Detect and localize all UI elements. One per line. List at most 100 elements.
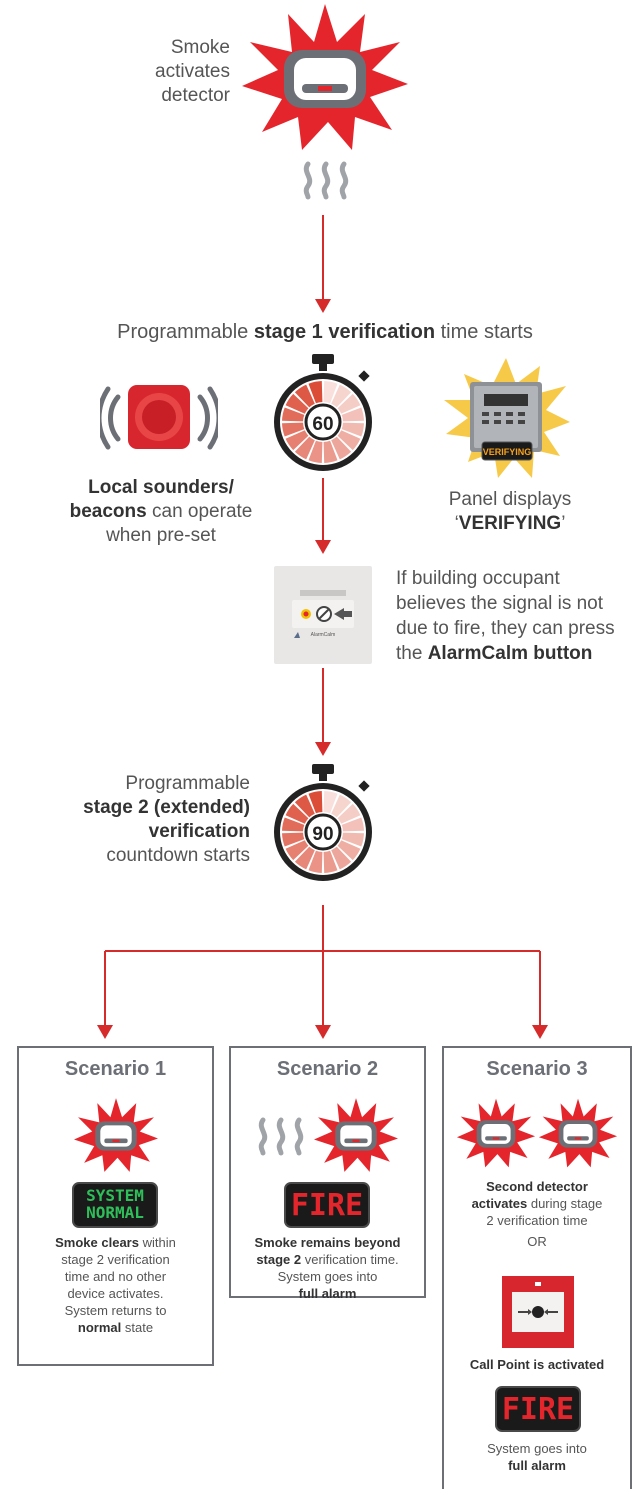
timer-60-value: 60 (312, 414, 333, 435)
dial-segment (294, 436, 315, 460)
dial-segment (282, 422, 305, 437)
dial-segment (331, 794, 352, 818)
step1-line3: detector (161, 85, 230, 106)
s1-line4: device activates. (67, 1286, 164, 1301)
panel-screen-label: VERIFYING (483, 447, 532, 457)
dial-segment (308, 440, 323, 463)
scenario-2-title: Scenario 2 (276, 1058, 379, 1080)
dial-segment (323, 381, 338, 404)
alarmcalm-button-icon: AlarmCalm (292, 590, 354, 638)
s1-rest1: within (138, 1235, 176, 1250)
s2-line3: System goes into (277, 1269, 378, 1284)
s2-bold2: stage 2 (256, 1252, 302, 1267)
dial-segment (341, 407, 364, 422)
stage1-post: time starts (435, 321, 533, 343)
smoke-detector-burst-icon (242, 4, 408, 150)
alarmcalm-line4-pre: the (396, 643, 428, 664)
lcd-fire-3: FIRE (501, 1392, 575, 1427)
dial-segment (285, 803, 309, 824)
dial-segment (337, 840, 361, 861)
scenario-3-result: System goes into full alarm (446, 1440, 628, 1474)
dial-segment (341, 817, 364, 832)
scenario-3-title: Scenario 3 (486, 1058, 588, 1080)
stage1-heading: Programmable stage 1 verification time s… (60, 320, 590, 344)
lcd-fire: FIRE (290, 1188, 364, 1223)
s2-bold1: Smoke remains beyond (254, 1235, 401, 1250)
stage2-line3: verification (148, 821, 250, 842)
dial-segment (331, 384, 352, 408)
dial-segment (341, 422, 364, 437)
dial-segment (294, 794, 315, 818)
panel-line1: Panel displays (448, 489, 572, 510)
flow-arrow-3 (315, 668, 331, 756)
alarmcalm-device-label: AlarmCalm (311, 632, 336, 638)
dial-segment (337, 393, 361, 414)
s3-bold5: full alarm (508, 1458, 566, 1473)
s3-line3: 2 verification time (486, 1213, 588, 1228)
scenario-3-text: Second detector activates during stage 2… (446, 1178, 628, 1250)
s3-line4: System goes into (487, 1441, 587, 1456)
call-point-icon (502, 1276, 574, 1348)
alarmcalm-line2: believes the signal is not (396, 593, 604, 614)
sounder-beacon-icon (100, 385, 218, 450)
sounders-line3: when pre-set (106, 525, 216, 546)
dial-segment (323, 440, 338, 463)
panel-text: Panel displays ‘VERIFYING’ (410, 488, 610, 536)
detector-icon (314, 1098, 398, 1172)
dial-segment (308, 850, 323, 873)
scenario-1-box: Scenario 1 SYSTEM NORMAL Smoke clears wi… (17, 1046, 214, 1366)
stage1-bold: stage 1 verification (253, 321, 436, 343)
smoke-icon (258, 1117, 304, 1156)
dial-segment (331, 846, 352, 870)
scenario-1-text: Smoke clears within stage 2 verification… (23, 1234, 208, 1336)
flow-arrow-1 (315, 215, 331, 313)
panel-verifying-text: VERIFYING (458, 513, 562, 534)
sounders-bold2: beacons (69, 501, 147, 522)
dial-segment (282, 817, 305, 832)
step1-line1: Smoke (170, 37, 230, 58)
stage2-text: Programmable stage 2 (extended) verifica… (60, 772, 250, 868)
flow-arrow-2 (315, 478, 331, 554)
detector-icon (74, 1098, 158, 1172)
s1-rest6: state (121, 1320, 154, 1335)
dial-segment (341, 832, 364, 847)
s3-bold1: Second detector (486, 1179, 588, 1194)
panel-quote-open: ‘ (454, 513, 459, 534)
fire-display-3: FIRE (495, 1386, 581, 1432)
dial-segment (308, 791, 323, 814)
alarmcalm-line3: due to fire, they can press (396, 618, 615, 639)
call-point-text: Call Point is activated (446, 1356, 628, 1373)
alarmcalm-text: If building occupant believes the signal… (396, 566, 643, 666)
s3-callpoint: Call Point is activated (469, 1357, 605, 1372)
branch-arrows (97, 905, 548, 1039)
sounders-bold1: Local sounders/ (88, 477, 234, 498)
dial-segment (285, 393, 309, 414)
alarmcalm-device: AlarmCalm (274, 566, 372, 664)
system-normal-display: SYSTEM NORMAL (72, 1182, 158, 1228)
s3-rest2: during stage (527, 1196, 603, 1211)
alarmcalm-button-text: AlarmCalm button (427, 643, 593, 664)
scenario-3-box: Scenario 3 Second detector activates dur… (442, 1046, 632, 1489)
s1-line3: time and no other (64, 1269, 167, 1284)
stage2-line2: stage 2 (extended) (83, 797, 250, 818)
dial-segment (308, 381, 323, 404)
s2-rest2: verification time. (301, 1252, 399, 1267)
dial-segment (323, 850, 338, 873)
smoke-activates-text: Smoke activates detector (100, 36, 230, 108)
step1-line2: activates (155, 61, 230, 82)
dial-segment (294, 384, 315, 408)
s1-line5: System returns to (64, 1303, 167, 1318)
stage2-line1: Programmable (125, 773, 250, 794)
dial-segment (294, 846, 315, 870)
fire-display: FIRE (284, 1182, 370, 1228)
s1-bold1: Smoke clears (55, 1235, 139, 1250)
s1-bold6: normal (77, 1320, 122, 1335)
dial-segment (331, 436, 352, 460)
dial-segment (323, 791, 338, 814)
dial-segment (337, 803, 361, 824)
dial-segment (285, 840, 309, 861)
lcd-normal: NORMAL (86, 1203, 144, 1222)
dial-segment (282, 407, 305, 422)
s1-line2: stage 2 verification (61, 1252, 170, 1267)
sounders-text: Local sounders/ beacons can operate when… (56, 476, 266, 548)
